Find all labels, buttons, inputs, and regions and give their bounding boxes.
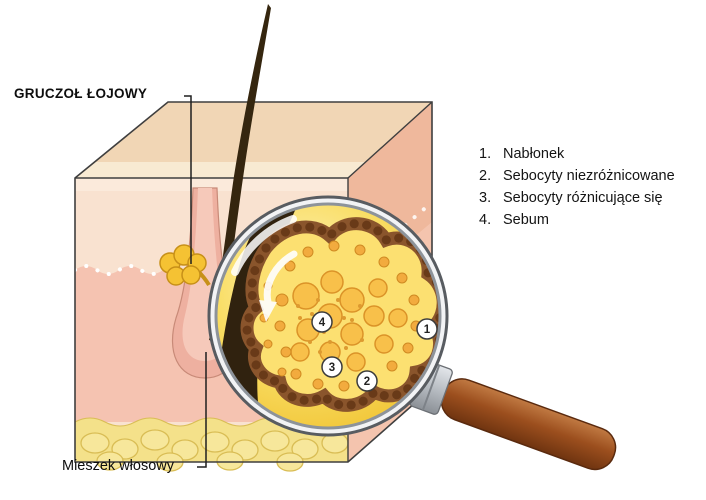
magnifier-handle (409, 360, 617, 471)
legend-item-label: Nabłonek (503, 146, 565, 162)
legend-item-number: 3. (479, 190, 492, 206)
skin-top-face-highlight (75, 162, 368, 178)
legend-item-4: 4. Sebum (479, 212, 675, 228)
flow-arrow (259, 250, 298, 322)
marker-3: 3 (321, 356, 343, 378)
svg-text:2: 2 (364, 376, 370, 388)
legend-item-number: 2. (479, 168, 492, 184)
legend-item-2: 2. Sebocyty niezróżnicowane (479, 168, 675, 184)
marker-1: 1 (416, 318, 438, 340)
marker-4: 4 (311, 311, 333, 333)
sebaceous-gland (159, 244, 211, 287)
legend-item-label: Sebum (503, 212, 549, 228)
epidermis-strip (75, 178, 348, 191)
legend-item-label: Sebocyty różnicujące się (503, 190, 663, 206)
handle-grip (440, 378, 617, 471)
lens-highlight (231, 215, 297, 276)
epithelium-border-cells (242, 219, 440, 410)
sebaceous-gland-label: GRUCZOŁ ŁOJOWY (14, 86, 148, 101)
pointer-line-follicle (197, 352, 207, 468)
sebum-speckles (296, 298, 364, 370)
lens-inner-ring (214, 202, 442, 430)
marker-2: 2 (356, 370, 378, 392)
dermis-dotted-boundary (73, 264, 350, 276)
pointer-line-gland (184, 95, 192, 264)
edge-top-right (347, 101, 433, 179)
svg-text:4: 4 (319, 317, 326, 329)
hair-follicle-label: Mieszek włosowy (62, 458, 174, 474)
svg-text:3: 3 (329, 362, 335, 374)
svg-text:1: 1 (424, 324, 431, 336)
skin-top-face (75, 102, 432, 178)
legend-list: 1. Nabłonek 2. Sebocyty niezróżnicowane … (479, 146, 675, 234)
magnifying-glass: 1 2 3 4 (207, 195, 617, 471)
legend-item-label: Sebocyty niezróżnicowane (503, 168, 675, 184)
ferrule-band (421, 364, 441, 411)
legend-item-number: 1. (479, 146, 492, 162)
legend-item-number: 4. (479, 212, 492, 228)
legend-item-3: 3. Sebocyty różnicujące się (479, 190, 675, 206)
fat-cells (80, 429, 349, 472)
legend-item-1: 1. Nabłonek (479, 146, 675, 162)
